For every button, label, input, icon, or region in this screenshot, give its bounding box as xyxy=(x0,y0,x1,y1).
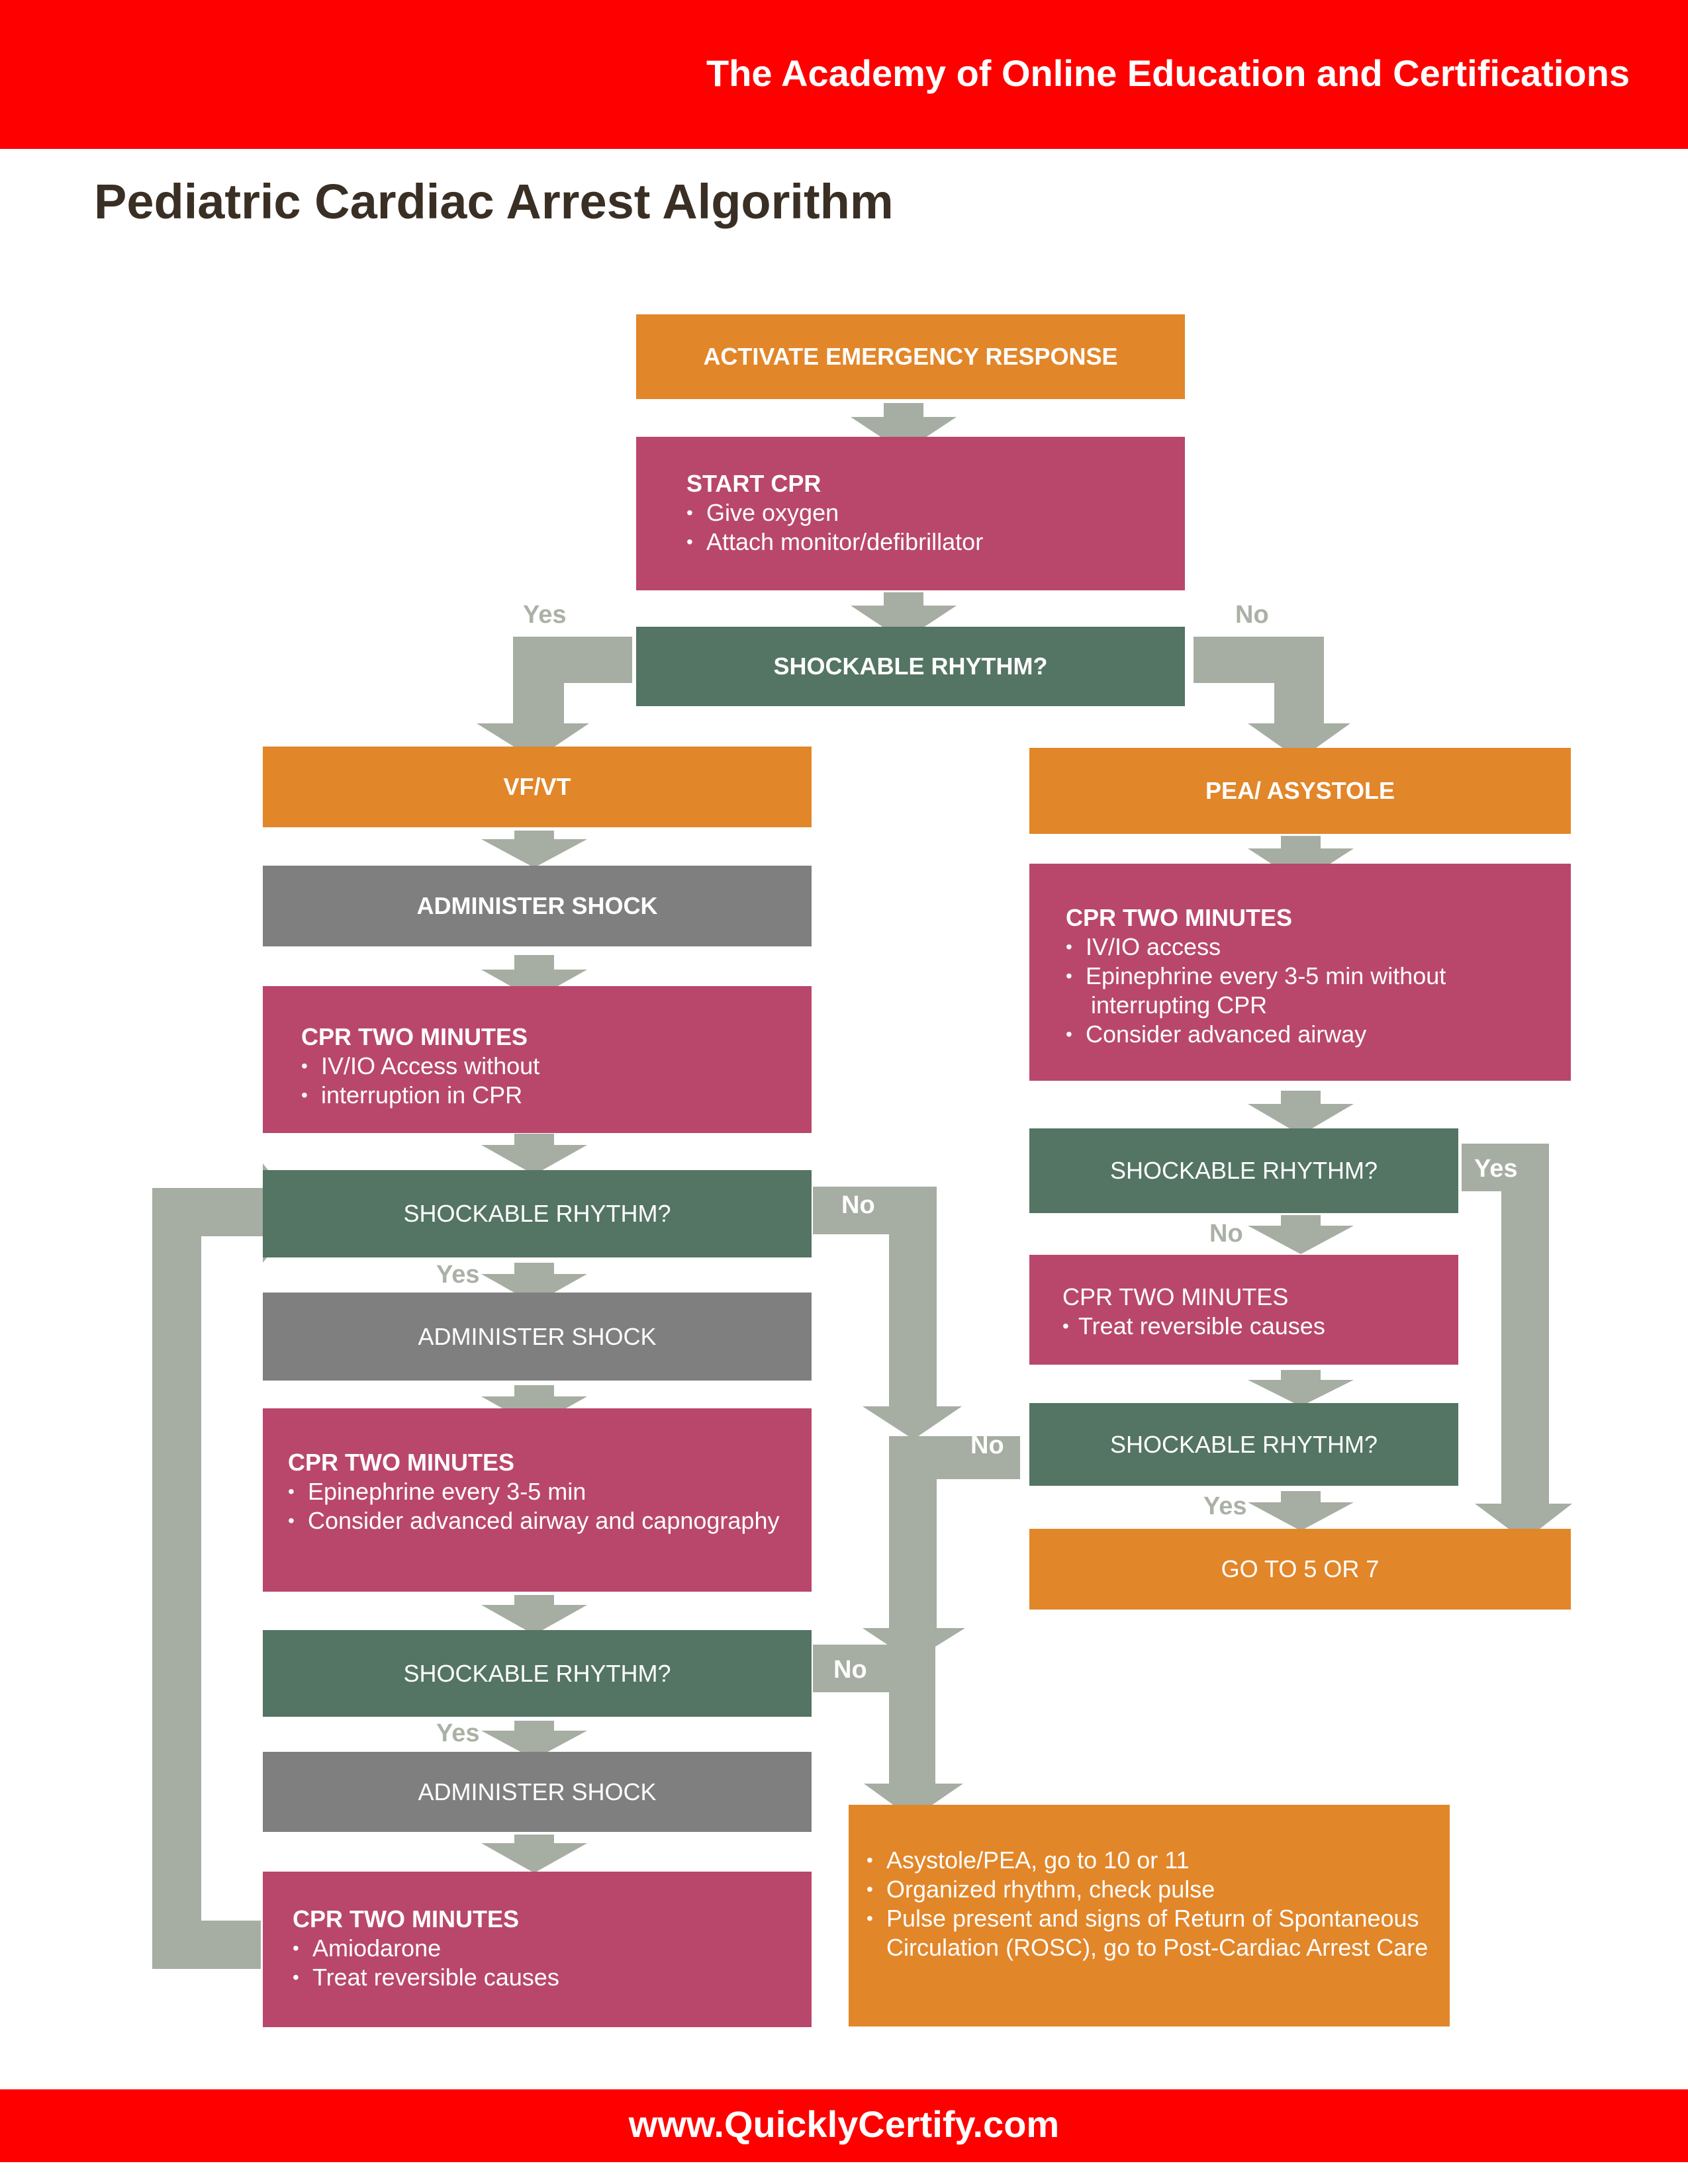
cpr-left-1-heading: CPR TWO MINUTES xyxy=(301,1023,528,1050)
outcome-item: Organized rhythm, check pulse xyxy=(867,1875,1450,1904)
arrow-no-pea xyxy=(1194,637,1350,760)
arrow-down-cprr1 xyxy=(1248,1091,1354,1135)
start-cpr-item: Give oxygen xyxy=(686,498,1185,527)
arrow-down-shockable2 xyxy=(481,1263,587,1304)
shockable-rhythm-2-box: SHOCKABLE RHYTHM? xyxy=(263,1170,812,1257)
shockable-rhythm-r2-label: SHOCKABLE RHYTHM? xyxy=(1109,1430,1378,1458)
footer-banner: www.QuicklyCertify.com xyxy=(0,2089,1688,2162)
cpr-left-3-heading: CPR TWO MINUTES xyxy=(293,1905,519,1933)
yes-label-r2: Yes xyxy=(1203,1492,1247,1520)
pea-asystole-label: PEA/ ASYSTOLE xyxy=(1205,777,1395,804)
shockable-rhythm-3-label: SHOCKABLE RHYTHM? xyxy=(403,1659,671,1687)
outcome-box: Asystole/PEA, go to 10 or 11 Organized r… xyxy=(849,1805,1450,2026)
arrow-down-shock2 xyxy=(481,1385,587,1426)
cpr-right-1-item: IV/IO access xyxy=(1066,933,1571,962)
cpr-left-1-item: IV/IO Access without xyxy=(301,1052,812,1081)
pea-asystole-box: PEA/ ASYSTOLE xyxy=(1029,748,1571,834)
administer-shock-1-label: ADMINISTER SHOCK xyxy=(416,892,658,919)
cpr-right-1-item: Epinephrine every 3-5 min without xyxy=(1066,962,1571,991)
vfvt-box: VF/VT xyxy=(263,747,812,827)
activate-emergency-label: ACTIVATE EMERGENCY RESPONSE xyxy=(703,343,1118,370)
start-cpr-box: START CPR Give oxygen Attach monitor/def… xyxy=(636,437,1185,590)
outcome-item: Circulation (ROSC), go to Post-Cardiac A… xyxy=(886,1934,1429,1961)
arrow-down-activate xyxy=(851,403,957,452)
arrow-down-vfvt xyxy=(481,831,587,868)
arrow-down-cprr2 xyxy=(1248,1370,1354,1406)
cpr-two-minutes-right-1-box: CPR TWO MINUTES IV/IO access Epinephrine… xyxy=(1029,864,1571,1081)
yes-label-r1: Yes xyxy=(1474,1155,1518,1183)
no-label-3: No xyxy=(970,1432,1004,1459)
arrow-yes-goto xyxy=(1462,1144,1572,1541)
outcome-item: Pulse present and signs of Return of Spo… xyxy=(867,1904,1450,1933)
header-banner: The Academy of Online Education and Cert… xyxy=(0,0,1688,149)
cpr-two-minutes-left-3-box: CPR TWO MINUTES Amiodarone Treat reversi… xyxy=(263,1872,812,2027)
cpr-left-2-item: Consider advanced airway and capnography xyxy=(288,1506,812,1535)
shockable-rhythm-2-label: SHOCKABLE RHYTHM? xyxy=(403,1200,671,1227)
arrow-down-shockable3 xyxy=(481,1721,587,1759)
cpr-right-1-item: interrupting CPR xyxy=(1091,991,1268,1019)
no-label-r1: No xyxy=(1209,1220,1243,1248)
cpr-left-2-item: Epinephrine every 3-5 min xyxy=(288,1477,812,1506)
org-name: The Academy of Online Education and Cert… xyxy=(706,52,1630,94)
arrow-down-cprl2 xyxy=(481,1595,587,1635)
arrow-yes-vfvt xyxy=(477,637,632,760)
arrow-no-trunk xyxy=(863,1436,1020,1661)
cpr-two-minutes-left-1-box: CPR TWO MINUTES IV/IO Access without int… xyxy=(263,986,812,1133)
cpr-left-2-heading: CPR TWO MINUTES xyxy=(288,1449,514,1476)
page-title: Pediatric Cardiac Arrest Algorithm xyxy=(94,174,894,229)
shockable-rhythm-r2-box: SHOCKABLE RHYTHM? xyxy=(1029,1403,1458,1486)
cpr-left-3-item: Amiodarone xyxy=(293,1934,812,1963)
activate-emergency-box: ACTIVATE EMERGENCY RESPONSE xyxy=(636,314,1185,399)
yes-label-2: Yes xyxy=(436,1261,480,1289)
shockable-rhythm-1-label: SHOCKABLE RHYTHM? xyxy=(773,653,1048,680)
cpr-left-1-item: interruption in CPR xyxy=(301,1081,812,1110)
arrow-down-shockabler2 xyxy=(1248,1491,1354,1531)
cpr-right-1-heading: CPR TWO MINUTES xyxy=(1066,904,1292,931)
cpr-right-2-heading: CPR TWO MINUTES xyxy=(1062,1283,1289,1310)
yes-label-1: Yes xyxy=(523,601,567,629)
arrow-loop-back xyxy=(152,1163,303,1969)
cpr-two-minutes-right-2-box: CPR TWO MINUTES Treat reversible causes xyxy=(1029,1255,1458,1365)
administer-shock-1-box: ADMINISTER SHOCK xyxy=(263,866,812,946)
administer-shock-3-box: ADMINISTER SHOCK xyxy=(263,1752,812,1832)
start-cpr-item: Attach monitor/defibrillator xyxy=(686,527,1185,557)
cpr-two-minutes-left-2-box: CPR TWO MINUTES Epinephrine every 3-5 mi… xyxy=(263,1408,812,1592)
arrow-down-shockabler1 xyxy=(1248,1215,1354,1254)
administer-shock-2-label: ADMINISTER SHOCK xyxy=(418,1322,657,1350)
arrow-no-from-shockable2 xyxy=(813,1187,962,1439)
arrow-no-to-outcome xyxy=(813,1645,963,1819)
outcome-item: Asystole/PEA, go to 10 or 11 xyxy=(867,1846,1450,1875)
arrow-down-shock1 xyxy=(481,955,587,999)
arrow-down-startcpr xyxy=(851,592,957,641)
cpr-right-1-item: Consider advanced airway xyxy=(1066,1020,1571,1049)
shockable-rhythm-1-box: SHOCKABLE RHYTHM? xyxy=(636,627,1185,706)
goto-box: GO TO 5 OR 7 xyxy=(1029,1529,1571,1610)
footer-url[interactable]: www.QuicklyCertify.com xyxy=(628,2103,1060,2145)
shockable-rhythm-3-box: SHOCKABLE RHYTHM? xyxy=(263,1630,812,1717)
vfvt-label: VF/VT xyxy=(503,773,571,800)
no-label-4: No xyxy=(833,1656,867,1684)
goto-label: GO TO 5 OR 7 xyxy=(1221,1555,1380,1582)
start-cpr-heading: START CPR xyxy=(686,470,821,497)
yes-label-3: Yes xyxy=(436,1719,480,1747)
no-label-1: No xyxy=(1235,601,1269,629)
cpr-right-2-item: Treat reversible causes xyxy=(1062,1312,1458,1341)
shockable-rhythm-r1-box: SHOCKABLE RHYTHM? xyxy=(1029,1128,1458,1213)
arrow-down-cprl1 xyxy=(481,1134,587,1175)
shockable-rhythm-r1-label: SHOCKABLE RHYTHM? xyxy=(1109,1157,1378,1184)
cpr-left-3-item: Treat reversible causes xyxy=(293,1963,812,1992)
administer-shock-3-label: ADMINISTER SHOCK xyxy=(418,1778,657,1805)
no-label-2: No xyxy=(841,1191,875,1219)
administer-shock-2-box: ADMINISTER SHOCK xyxy=(263,1293,812,1381)
arrow-down-pea xyxy=(1248,836,1354,883)
arrow-down-shock3 xyxy=(481,1835,587,1873)
